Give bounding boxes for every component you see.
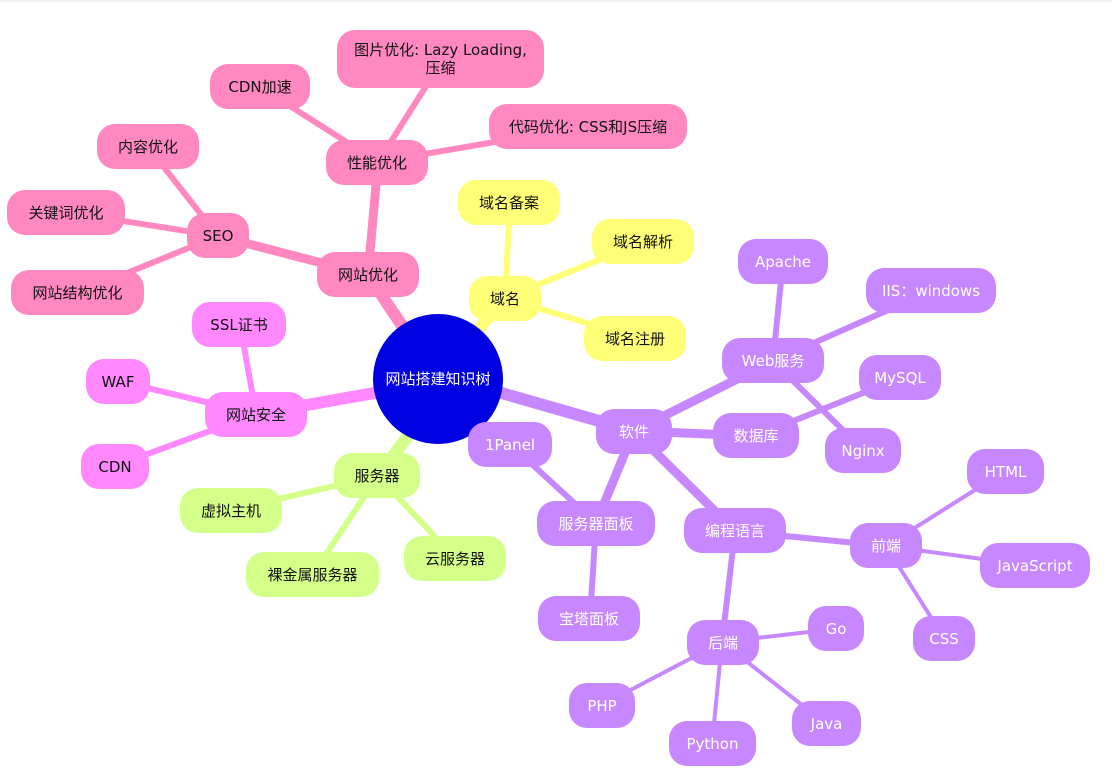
node-programming-language[interactable]: 编程语言 bbox=[684, 508, 786, 553]
node-website-optimization[interactable]: 网站优化 bbox=[317, 252, 419, 297]
node-apache[interactable]: Apache bbox=[738, 239, 828, 284]
node-iis-windows[interactable]: IIS：windows bbox=[866, 268, 996, 313]
node-content-optimization[interactable]: 内容优化 bbox=[97, 124, 199, 169]
node-go[interactable]: Go bbox=[808, 606, 864, 651]
node-bare-metal-server[interactable]: 裸金属服务器 bbox=[246, 552, 379, 597]
node-database[interactable]: 数据库 bbox=[713, 413, 799, 458]
node-frontend[interactable]: 前端 bbox=[850, 523, 922, 568]
node-waf[interactable]: WAF bbox=[86, 359, 150, 404]
node-server[interactable]: 服务器 bbox=[334, 453, 420, 498]
node-server-panel[interactable]: 服务器面板 bbox=[537, 501, 655, 546]
node-keyword-optimization[interactable]: 关键词优化 bbox=[7, 190, 125, 235]
node-virtual-host[interactable]: 虚拟主机 bbox=[180, 488, 282, 533]
node-web-service[interactable]: Web服务 bbox=[722, 338, 824, 383]
node-html[interactable]: HTML bbox=[967, 449, 1044, 494]
node-domain[interactable]: 域名 bbox=[469, 276, 541, 321]
node-structure-optimization[interactable]: 网站结构优化 bbox=[11, 270, 144, 315]
node-mysql[interactable]: MySQL bbox=[859, 355, 941, 400]
node-domain-resolve[interactable]: 域名解析 bbox=[592, 219, 694, 264]
node-domain-filing[interactable]: 域名备案 bbox=[458, 180, 560, 225]
node-css[interactable]: CSS bbox=[913, 616, 975, 661]
node-ssl-certificate[interactable]: SSL证书 bbox=[192, 302, 286, 347]
node-image-optimization[interactable]: 图片优化: Lazy Loading, 压缩 bbox=[337, 30, 544, 88]
top-divider bbox=[0, 0, 1112, 2]
node-cdn-acceleration[interactable]: CDN加速 bbox=[210, 64, 310, 109]
node-performance-optimization[interactable]: 性能优化 bbox=[326, 140, 428, 185]
node-nginx[interactable]: Nginx bbox=[825, 428, 901, 473]
node-domain-register[interactable]: 域名注册 bbox=[584, 316, 686, 361]
node-1panel[interactable]: 1Panel bbox=[468, 422, 552, 467]
root-node[interactable]: 网站搭建知识树 bbox=[373, 314, 503, 444]
node-python[interactable]: Python bbox=[669, 721, 756, 766]
node-seo[interactable]: SEO bbox=[187, 213, 249, 258]
node-bt-panel[interactable]: 宝塔面板 bbox=[538, 596, 640, 641]
node-website-security[interactable]: 网站安全 bbox=[205, 392, 307, 437]
node-javascript[interactable]: JavaScript bbox=[980, 543, 1090, 588]
node-backend[interactable]: 后端 bbox=[687, 620, 759, 665]
node-security-cdn[interactable]: CDN bbox=[81, 444, 149, 489]
node-code-optimization[interactable]: 代码优化: CSS和JS压缩 bbox=[489, 104, 687, 149]
node-php[interactable]: PHP bbox=[569, 683, 635, 728]
node-software[interactable]: 软件 bbox=[596, 409, 672, 454]
node-java[interactable]: Java bbox=[792, 701, 861, 746]
node-cloud-server[interactable]: 云服务器 bbox=[404, 536, 506, 581]
